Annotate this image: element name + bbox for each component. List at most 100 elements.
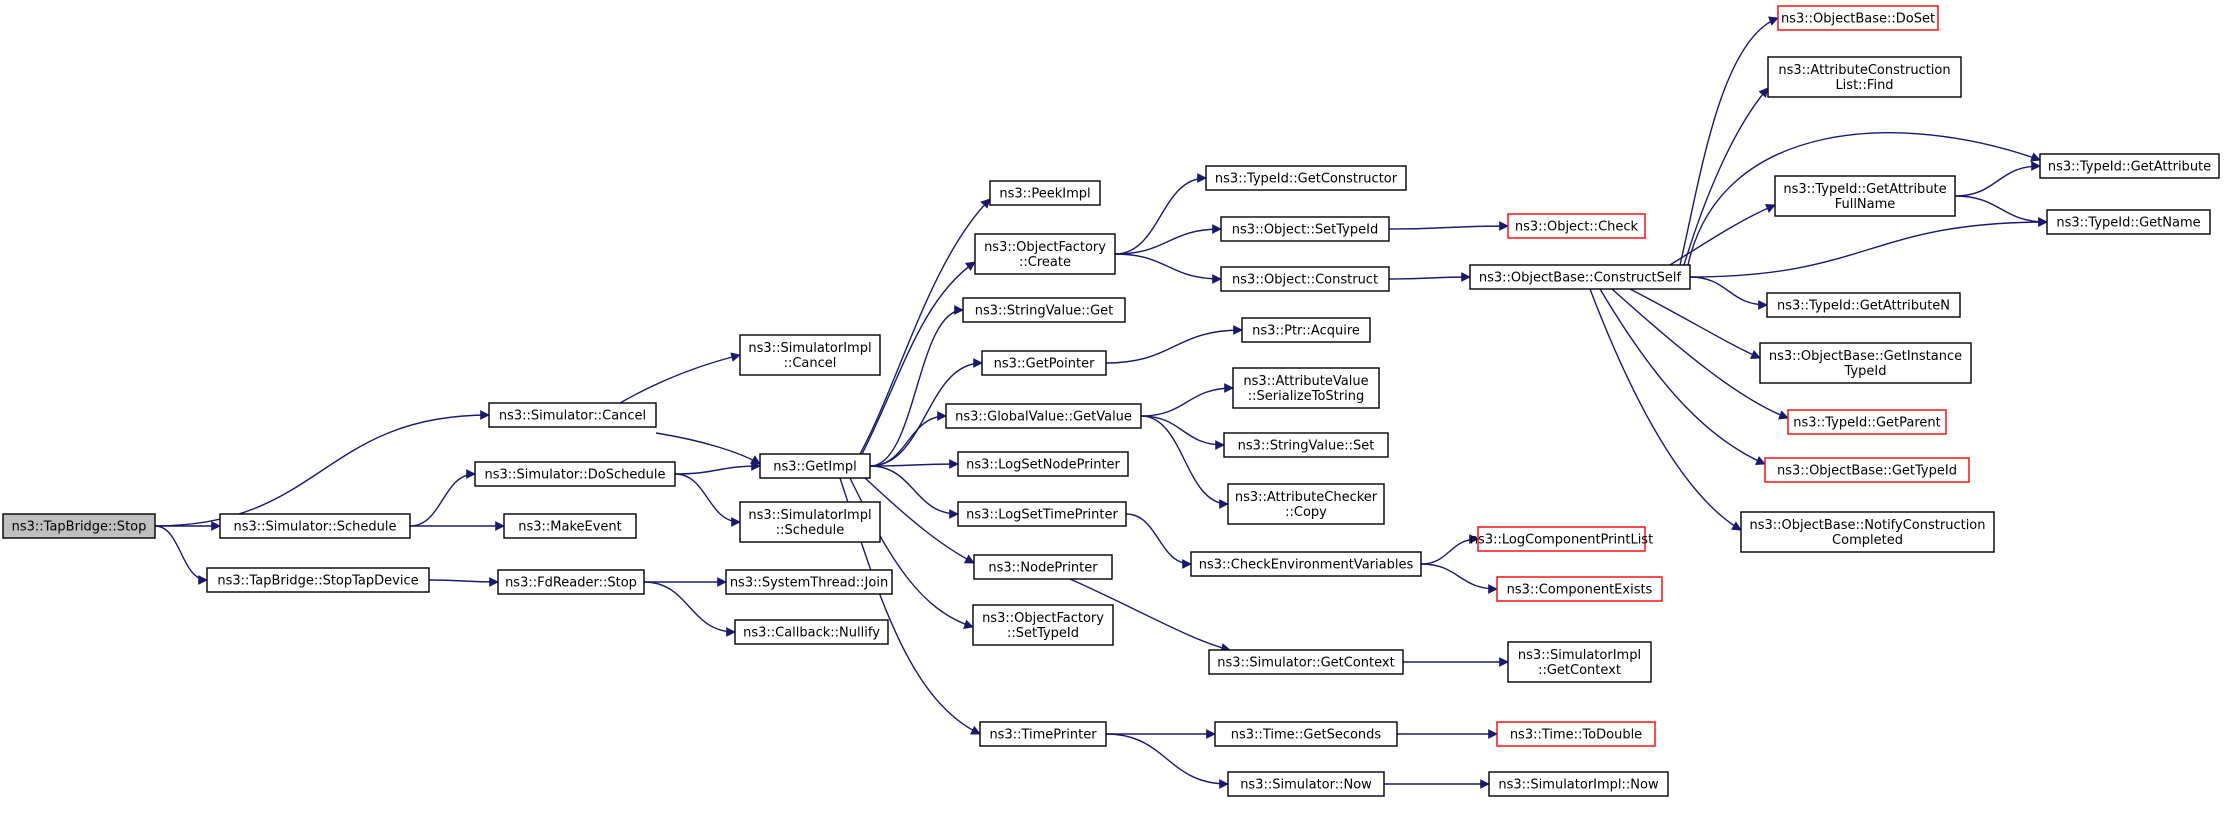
node-ptracquire[interactable]: ns3::Ptr::Acquire [1241, 317, 1371, 343]
node-label: ns3::SimulatorImpl [748, 341, 871, 356]
node-label: ns3::TapBridge::Stop [12, 520, 147, 535]
node-box [1227, 483, 1385, 525]
node-box [503, 513, 637, 539]
node-cancel[interactable]: ns3::Simulator::Cancel [488, 402, 657, 428]
node-label: ::Schedule [776, 523, 845, 538]
node-label: ns3::StringValue::Set [1238, 439, 1375, 454]
node-label: ns3::Time::ToDouble [1510, 728, 1642, 743]
node-label: ns3::LogSetNodePrinter [966, 458, 1120, 473]
node-makeevent[interactable]: ns3::MakeEvent [503, 513, 637, 539]
node-label: ns3::StringValue::Get [975, 304, 1113, 319]
edge-constructself-to-getparent [1611, 288, 1789, 420]
node-label: ns3::Object::Construct [1232, 273, 1378, 288]
node-box [1223, 432, 1389, 458]
node-strset[interactable]: ns3::StringValue::Set [1223, 432, 1389, 458]
node-box [474, 461, 676, 487]
node-stop[interactable]: ns3::TapBridge::Stop [2, 513, 156, 539]
node-box [1496, 721, 1656, 747]
node-peekimpl[interactable]: ns3::PeekImpl [989, 180, 1101, 206]
node-label: ns3::TypeId::GetAttribute [2048, 160, 2211, 175]
node-compexists[interactable]: ns3::ComponentExists [1496, 576, 1663, 602]
node-objconstruct[interactable]: ns3::Object::Construct [1220, 266, 1390, 292]
edge-checkenv-to-compexists [1420, 563, 1498, 594]
node-label: ns3::TypeId::GetName [2056, 216, 2200, 231]
node-getname[interactable]: ns3::TypeId::GetName [2046, 209, 2211, 235]
node-objsettype[interactable]: ns3::Object::SetTypeId [1220, 216, 1390, 242]
node-getparent[interactable]: ns3::TypeId::GetParent [1787, 409, 1947, 435]
node-notifycc[interactable]: ns3::ObjectBase::NotifyConstructionCompl… [1740, 511, 1995, 553]
node-label: ::Copy [1285, 505, 1327, 520]
edge-ofcreate-to-getctor [1114, 173, 1207, 255]
node-getattr[interactable]: ns3::TypeId::GetAttribute [2039, 153, 2220, 179]
node-logtime[interactable]: ns3::LogSetTimePrinter [957, 501, 1127, 527]
node-simimplsched[interactable]: ns3::SimulatorImpl::Schedule [739, 501, 881, 543]
node-simnow[interactable]: ns3::Simulator::Now [1227, 771, 1385, 797]
node-doschedule[interactable]: ns3::Simulator::DoSchedule [474, 461, 676, 487]
node-box [1190, 551, 1422, 577]
node-label: ns3::CheckEnvironmentVariables [1199, 558, 1414, 573]
node-box [989, 180, 1101, 206]
node-box [1477, 526, 1646, 552]
node-ofcreate[interactable]: ns3::ObjectFactory::Create [974, 233, 1116, 275]
node-label: ns3::Simulator::Schedule [233, 520, 396, 535]
node-getcontext[interactable]: ns3::Simulator::GetContext [1208, 649, 1404, 675]
node-box [1767, 56, 1962, 98]
node-label: ns3::LogComponentPrintList [1470, 533, 1653, 548]
node-getseconds[interactable]: ns3::Time::GetSeconds [1214, 721, 1398, 747]
node-todouble[interactable]: ns3::Time::ToDouble [1496, 721, 1656, 747]
node-threadjoin[interactable]: ns3::SystemThread::Join [725, 569, 893, 595]
edge-constructself-to-getattrn [1689, 276, 1768, 310]
node-label: ::SetTypeId [1007, 626, 1079, 641]
node-label: ::Cancel [784, 356, 837, 371]
edge-getimpl-to-ofcreate [861, 261, 976, 455]
node-objcheck[interactable]: ns3::Object::Check [1507, 213, 1646, 239]
node-getimpl[interactable]: ns3::GetImpl [759, 453, 871, 479]
node-strget[interactable]: ns3::StringValue::Get [962, 297, 1126, 323]
node-box [1241, 317, 1371, 343]
node-box [1759, 342, 1972, 384]
node-label: ns3::TypeId::GetAttribute [1783, 182, 1946, 197]
node-logcomplist[interactable]: ns3::LogComponentPrintList [1470, 526, 1653, 552]
node-box [739, 501, 881, 543]
edge-nodeprinter-to-getcontext [1069, 578, 1231, 653]
node-timeprinter[interactable]: ns3::TimePrinter [979, 721, 1107, 747]
node-simimplctx[interactable]: ns3::SimulatorImpl::GetContext [1507, 641, 1652, 683]
node-constructself[interactable]: ns3::ObjectBase::ConstructSelf [1469, 264, 1691, 290]
node-getpointer[interactable]: ns3::GetPointer [981, 350, 1107, 376]
node-stoptap[interactable]: ns3::TapBridge::StopTapDevice [206, 567, 430, 593]
node-box [972, 604, 1114, 646]
node-label: ns3::ObjectBase::GetInstance [1769, 349, 1962, 364]
node-nullify[interactable]: ns3::Callback::Nullify [734, 619, 889, 645]
node-label: ns3::TapBridge::StopTapDevice [217, 574, 418, 589]
node-label: Completed [1832, 533, 1903, 548]
edge-constructself-to-notifycc [1589, 288, 1742, 531]
node-ofsettype[interactable]: ns3::ObjectFactory::SetTypeId [972, 604, 1114, 646]
node-avser[interactable]: ns3::AttributeValue::SerializeToString [1232, 367, 1380, 409]
node-getattrn[interactable]: ns3::TypeId::GetAttributeN [1766, 292, 1961, 318]
node-nodeprinter[interactable]: ns3::NodePrinter [973, 554, 1113, 580]
node-label: ns3::MakeEvent [518, 520, 622, 535]
node-label: ns3::ObjectBase::GetTypeId [1777, 464, 1957, 479]
node-fdstop[interactable]: ns3::FdReader::Stop [497, 569, 645, 595]
node-box [734, 619, 889, 645]
node-box [497, 569, 645, 595]
edge-getimpl-to-gvget [869, 411, 947, 467]
node-lognode[interactable]: ns3::LogSetNodePrinter [957, 451, 1129, 477]
node-box [1766, 292, 1961, 318]
node-obgettype[interactable]: ns3::ObjectBase::GetTypeId [1764, 457, 1970, 483]
node-label: ns3::TimePrinter [989, 728, 1097, 743]
node-checkenv[interactable]: ns3::CheckEnvironmentVariables [1190, 551, 1422, 577]
node-accopy[interactable]: ns3::AttributeChecker::Copy [1227, 483, 1385, 525]
node-getctor[interactable]: ns3::TypeId::GetConstructor [1205, 165, 1407, 191]
node-doset[interactable]: ns3::ObjectBase::DoSet [1777, 5, 1939, 31]
node-schedule[interactable]: ns3::Simulator::Schedule [219, 513, 411, 539]
edge-constructself-to-getname [1689, 217, 2048, 278]
node-simimplnow[interactable]: ns3::SimulatorImpl::Now [1488, 771, 1669, 797]
node-gvget[interactable]: ns3::GlobalValue::GetValue [945, 403, 1142, 429]
node-simimplcancel[interactable]: ns3::SimulatorImpl::Cancel [739, 334, 881, 376]
node-box [1227, 771, 1385, 797]
node-box [1507, 213, 1646, 239]
